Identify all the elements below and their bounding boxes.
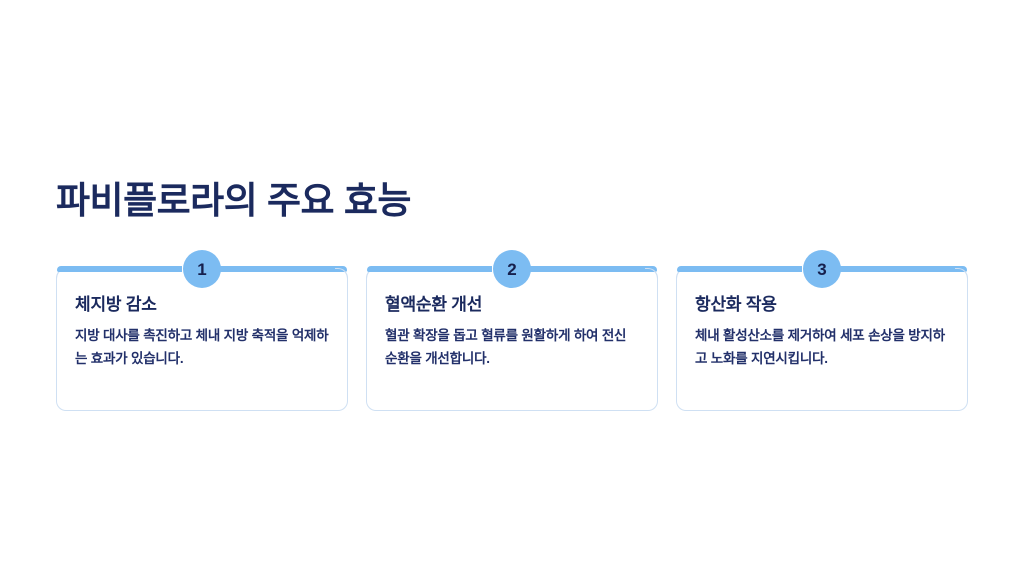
card-top-rule-left-segment (57, 266, 182, 272)
card-number-badge: 3 (803, 250, 841, 288)
card-description: 지방 대사를 촉진하고 체내 지방 축적을 억제하는 효과가 있습니다. (75, 328, 329, 366)
benefit-card-1[interactable]: 1 체지방 감소 지방 대사를 촉진하고 체내 지방 축적을 억제하는 효과가 … (56, 250, 348, 411)
card-heading: 체지방 감소 (75, 295, 157, 314)
card-number-badge: 1 (183, 250, 221, 288)
benefit-card-2[interactable]: 2 혈액순환 개선 혈관 확장을 돕고 혈류를 원활하게 하여 전신 순환을 개… (366, 250, 658, 411)
card-number-badge: 2 (493, 250, 531, 288)
card-heading: 항산화 작용 (695, 295, 777, 314)
card-description: 체내 활성산소를 제거하여 세포 손상을 방지하고 노화를 지연시킵니다. (695, 328, 945, 366)
card-top-rule-left-segment (367, 266, 492, 272)
page-title: 파비플로라의 주요 효능 (56, 179, 411, 221)
card-description: 혈관 확장을 돕고 혈류를 원활하게 하여 전신 순환을 개선합니다. (385, 328, 627, 366)
benefit-cards-row: 1 체지방 감소 지방 대사를 촉진하고 체내 지방 축적을 억제하는 효과가 … (56, 250, 968, 411)
card-top-rule-right-segment (210, 266, 347, 272)
card-heading: 혈액순환 개선 (385, 295, 483, 314)
card-top-rule-right-segment (830, 266, 967, 272)
card-top-rule-left-segment (677, 266, 802, 272)
card-top-rule-right-segment (520, 266, 657, 272)
benefit-card-3[interactable]: 3 항산화 작용 체내 활성산소를 제거하여 세포 손상을 방지하고 노화를 지… (676, 250, 968, 411)
